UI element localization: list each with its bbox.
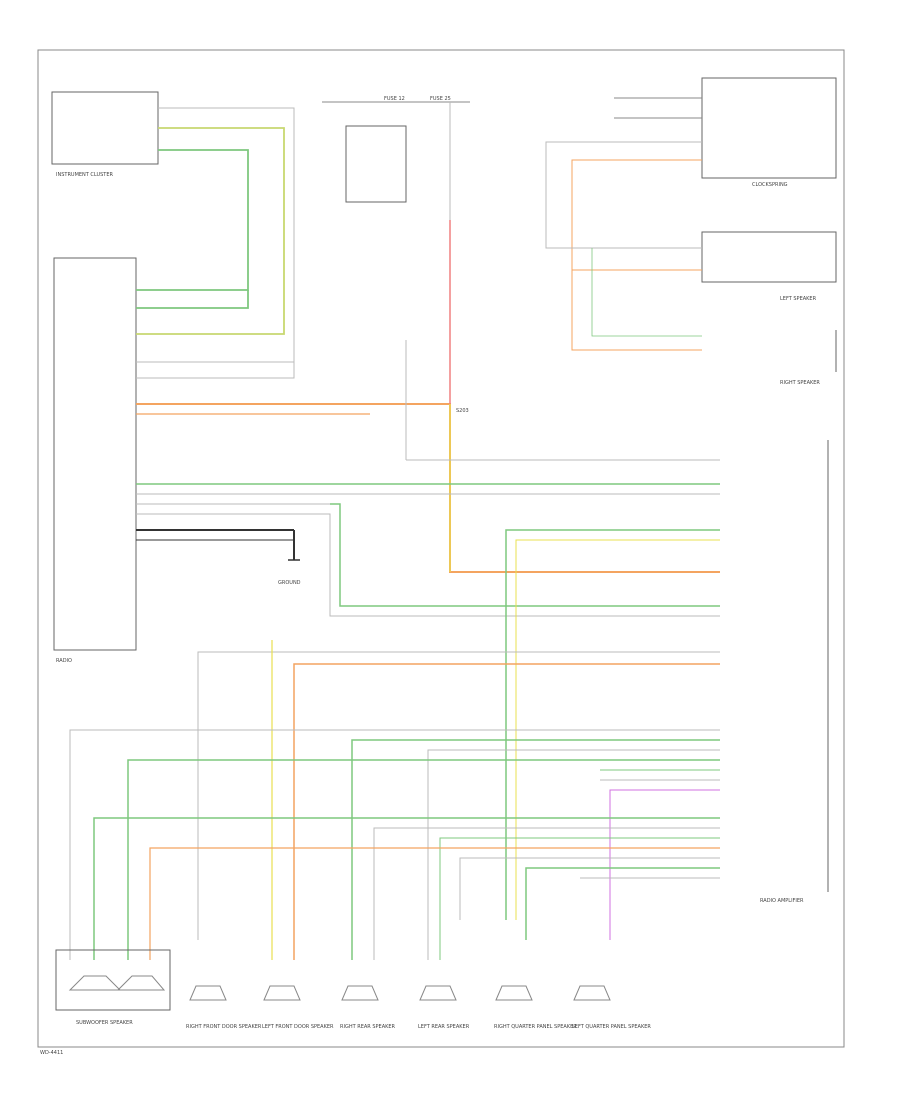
fuse-a-label: FUSE 12 — [384, 96, 405, 102]
radio-label: RADIO — [56, 658, 72, 664]
lf-door-speaker: LEFT FRONT DOOR SPEAKER — [262, 985, 334, 1030]
rq-panel-speaker: RIGHT QUARTER PANEL SPEAKER — [494, 985, 577, 1030]
lq-panel-speaker: LEFT QUARTER PANEL SPEAKER — [572, 985, 651, 1030]
ground-symbol: GROUND — [278, 530, 301, 586]
lq-panel-label: LEFT QUARTER PANEL SPEAKER — [572, 1024, 651, 1030]
subwoofer-speaker: SUBWOOFER SPEAKER — [55, 949, 171, 1026]
radio-module: RADIO — [53, 257, 137, 664]
wire-power-orange — [136, 403, 720, 573]
wire-clockspring — [545, 97, 702, 351]
right-speaker: RIGHT SPEAKER — [780, 330, 837, 386]
lr-speaker: LEFT REAR SPEAKER — [418, 985, 470, 1030]
rq-panel-label: RIGHT QUARTER PANEL SPEAKER — [494, 1024, 577, 1030]
left-speaker: LEFT SPEAKER — [701, 231, 837, 302]
rr-speaker: RIGHT REAR SPEAKER — [340, 985, 396, 1030]
rf-door-speaker: RIGHT FRONT DOOR SPEAKER — [186, 985, 262, 1030]
right-speaker-label: RIGHT SPEAKER — [780, 380, 820, 386]
lr-speaker-label: LEFT REAR SPEAKER — [418, 1024, 470, 1030]
left-speaker-label: LEFT SPEAKER — [780, 296, 817, 302]
amplifier-label: RADIO AMPLIFIER — [760, 898, 804, 904]
ground-label: GROUND — [278, 580, 301, 586]
fuse-block: FUSE 12 FUSE 25 — [322, 96, 470, 203]
fuse-b-label: FUSE 25 — [430, 96, 451, 102]
radio-amplifier: RADIO AMPLIFIER — [760, 440, 829, 904]
instrument-cluster-label: INSTRUMENT CLUSTER — [56, 172, 114, 178]
lf-door-label: LEFT FRONT DOOR SPEAKER — [262, 1024, 334, 1030]
subwoofer-label: SUBWOOFER SPEAKER — [76, 1020, 133, 1026]
wire-radio-amplifier — [136, 340, 720, 920]
rr-speaker-label: RIGHT REAR SPEAKER — [340, 1024, 396, 1030]
rf-door-label: RIGHT FRONT DOOR SPEAKER — [186, 1024, 262, 1030]
splice-label: S203 — [456, 408, 469, 414]
wire-speakers — [69, 640, 720, 960]
clockspring: CLOCKSPRING — [701, 77, 837, 188]
footer-code: WD-4411 — [40, 1050, 63, 1056]
diagram-frame — [37, 49, 845, 1048]
wire-harness-cluster — [136, 107, 295, 379]
instrument-cluster: INSTRUMENT CLUSTER — [51, 91, 159, 178]
clockspring-label: CLOCKSPRING — [752, 182, 788, 188]
